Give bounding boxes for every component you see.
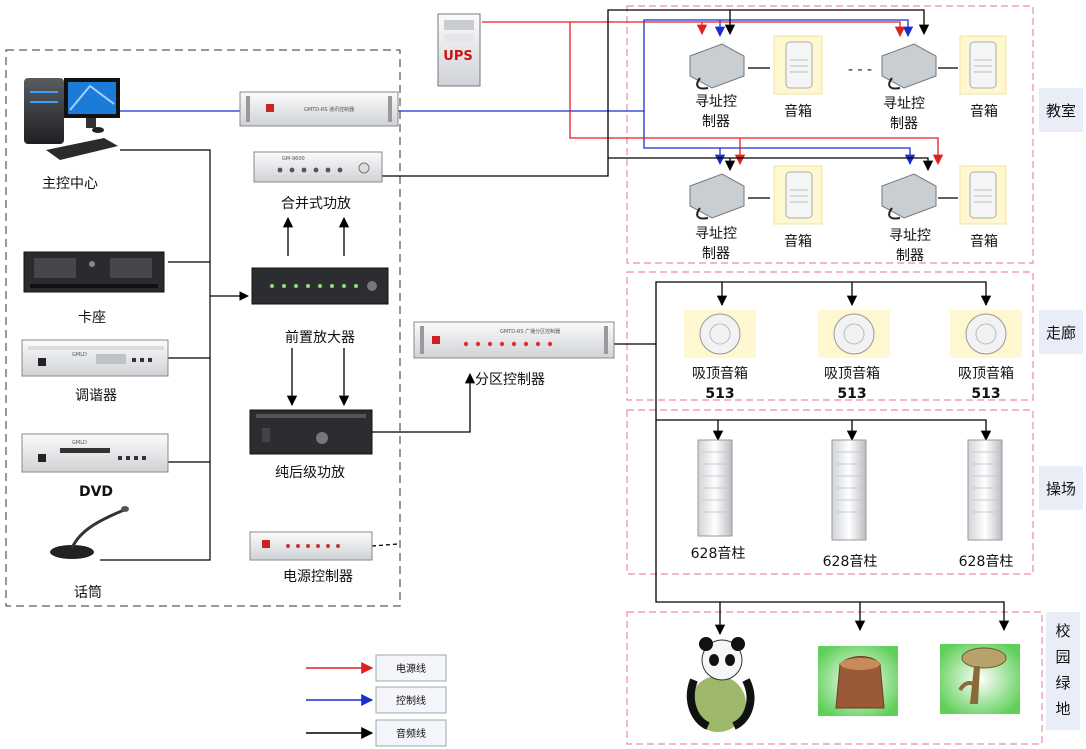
addr-controller-2-line1: 寻址控 bbox=[883, 96, 925, 112]
legend: 电源线 控制线 音频线 bbox=[306, 654, 447, 747]
cassette-deck-icon bbox=[23, 251, 165, 293]
corridor-zone-label: 走廊 bbox=[1046, 324, 1076, 342]
classroom-addr-controller-2 bbox=[881, 43, 937, 90]
dvd-brand: GMLD bbox=[72, 440, 87, 446]
campus-zone-char-3: 绿 bbox=[1055, 674, 1070, 692]
tree-stump-speaker-icon bbox=[818, 646, 898, 716]
power-amp-icon bbox=[249, 409, 373, 455]
power-controller-label: 电源控制器 bbox=[283, 569, 353, 585]
column-speaker-3 bbox=[967, 439, 1003, 541]
campus-zone-char-1: 校 bbox=[1055, 622, 1070, 640]
power-lines bbox=[482, 21, 944, 166]
classroom-speaker-4 bbox=[959, 165, 1007, 225]
zone-controller-label: 分区控制器 bbox=[475, 372, 545, 388]
ceiling-speaker-3-model: 513 bbox=[971, 386, 1000, 402]
cassette-label: 卡座 bbox=[78, 310, 106, 326]
ceiling-speaker-3 bbox=[950, 310, 1022, 358]
addr-controller-1-line1: 寻址控 bbox=[695, 94, 737, 110]
power-amp-label: 纯后级功放 bbox=[275, 465, 345, 481]
classroom-speaker-1-label: 音箱 bbox=[784, 103, 812, 120]
preamp-icon bbox=[251, 267, 389, 305]
integrated-amp-model: GM-9600 bbox=[282, 156, 305, 162]
zone-controller-icon: GMTD-RS 广播分区控制器 bbox=[413, 321, 615, 359]
column-speaker-2 bbox=[831, 439, 867, 541]
column-speaker-3-label: 628音柱 bbox=[959, 553, 1014, 570]
classroom-addr-controller-3 bbox=[689, 173, 745, 220]
control-room-border bbox=[5, 49, 401, 607]
classroom-audio-lines bbox=[380, 9, 934, 177]
addr-controller-2-line2: 制器 bbox=[890, 116, 918, 132]
playground-zone-label: 操场 bbox=[1046, 480, 1076, 498]
ups-label: UPS bbox=[443, 49, 472, 64]
classroom-speaker-3 bbox=[773, 165, 823, 225]
ceiling-speaker-2-name: 吸顶音箱 bbox=[824, 365, 880, 382]
ceiling-speaker-1-name: 吸顶音箱 bbox=[692, 365, 748, 382]
control-center-label: 主控中心 bbox=[42, 176, 98, 192]
preamp-label: 前置放大器 bbox=[285, 329, 355, 346]
column-speaker-2-label: 628音柱 bbox=[823, 553, 878, 570]
source-bus-lines bbox=[100, 149, 249, 561]
tuner-icon: GMLD bbox=[21, 339, 169, 377]
classroom-speaker-4-label: 音箱 bbox=[970, 233, 998, 250]
addr-controller-4-line2: 制器 bbox=[896, 248, 924, 264]
dvd-player-icon: GMLD bbox=[21, 433, 169, 473]
playground-zone-border bbox=[626, 409, 1034, 575]
classroom-zone-label-bg bbox=[1039, 88, 1083, 132]
classroom-addr-controller-1 bbox=[689, 43, 745, 90]
corridor-zone-border bbox=[626, 271, 1034, 401]
central-arrows bbox=[282, 216, 476, 547]
legend-control-label: 控制线 bbox=[396, 694, 426, 707]
comm-controller-icon: GMTD-RS 通讯控制器 bbox=[239, 91, 399, 127]
microphone-icon bbox=[50, 506, 129, 559]
integrated-amp-label: 合并式功放 bbox=[281, 196, 351, 212]
legend-audio-label: 音频线 bbox=[396, 727, 426, 740]
playground-zone-label-bg bbox=[1039, 466, 1083, 510]
zone-audio-lines bbox=[614, 281, 1010, 636]
ceiling-speaker-3-name: 吸顶音箱 bbox=[958, 365, 1014, 382]
ceiling-speaker-2-model: 513 bbox=[837, 386, 866, 402]
classroom-speaker-2 bbox=[959, 35, 1007, 95]
control-lines bbox=[120, 19, 916, 166]
corridor-zone-label-bg bbox=[1039, 310, 1083, 354]
classroom-dash: - - - bbox=[848, 62, 872, 78]
computer-icon bbox=[24, 78, 120, 160]
ceiling-speaker-1-model: 513 bbox=[705, 386, 734, 402]
tuner-label: 调谐器 bbox=[75, 388, 117, 404]
campus-zone-label-bg bbox=[1046, 612, 1080, 730]
classroom-zone-border bbox=[626, 5, 1034, 264]
legend-power-label: 电源线 bbox=[396, 662, 426, 675]
classroom-speaker-2-label: 音箱 bbox=[970, 103, 998, 120]
classroom-speaker-3-label: 音箱 bbox=[784, 233, 812, 250]
zone-controller-text: GMTD-RS 广播分区控制器 bbox=[500, 328, 560, 335]
dvd-label: DVD bbox=[79, 484, 113, 500]
campus-zone-char-2: 园 bbox=[1055, 648, 1070, 666]
ceiling-speaker-1 bbox=[684, 310, 756, 358]
microphone-label: 话筒 bbox=[74, 584, 102, 601]
addr-controller-3-line2: 制器 bbox=[702, 246, 730, 262]
sign-speaker-icon bbox=[940, 644, 1020, 714]
integrated-amp-icon: GM-9600 bbox=[253, 151, 383, 183]
addr-controller-3-line1: 寻址控 bbox=[695, 226, 737, 242]
comm-controller-text: GMTD-RS 通讯控制器 bbox=[304, 106, 354, 113]
tuner-brand: GMLD bbox=[72, 352, 87, 358]
ceiling-speaker-2 bbox=[818, 310, 890, 358]
classroom-addr-controller-4 bbox=[881, 173, 937, 220]
ups-icon bbox=[437, 13, 481, 87]
power-controller-icon bbox=[249, 531, 373, 561]
classroom-speaker-1 bbox=[773, 35, 823, 95]
column-speaker-1-label: 628音柱 bbox=[691, 545, 746, 562]
addr-controller-4-line1: 寻址控 bbox=[889, 228, 931, 244]
column-speaker-1 bbox=[697, 439, 733, 537]
addr-controller-1-line2: 制器 bbox=[702, 114, 730, 130]
campus-zone-char-4: 地 bbox=[1055, 700, 1070, 718]
classroom-links bbox=[748, 67, 958, 199]
campus-zone-border bbox=[626, 611, 1043, 745]
panda-speaker-icon bbox=[686, 637, 755, 732]
classroom-zone-label: 教室 bbox=[1046, 102, 1076, 120]
